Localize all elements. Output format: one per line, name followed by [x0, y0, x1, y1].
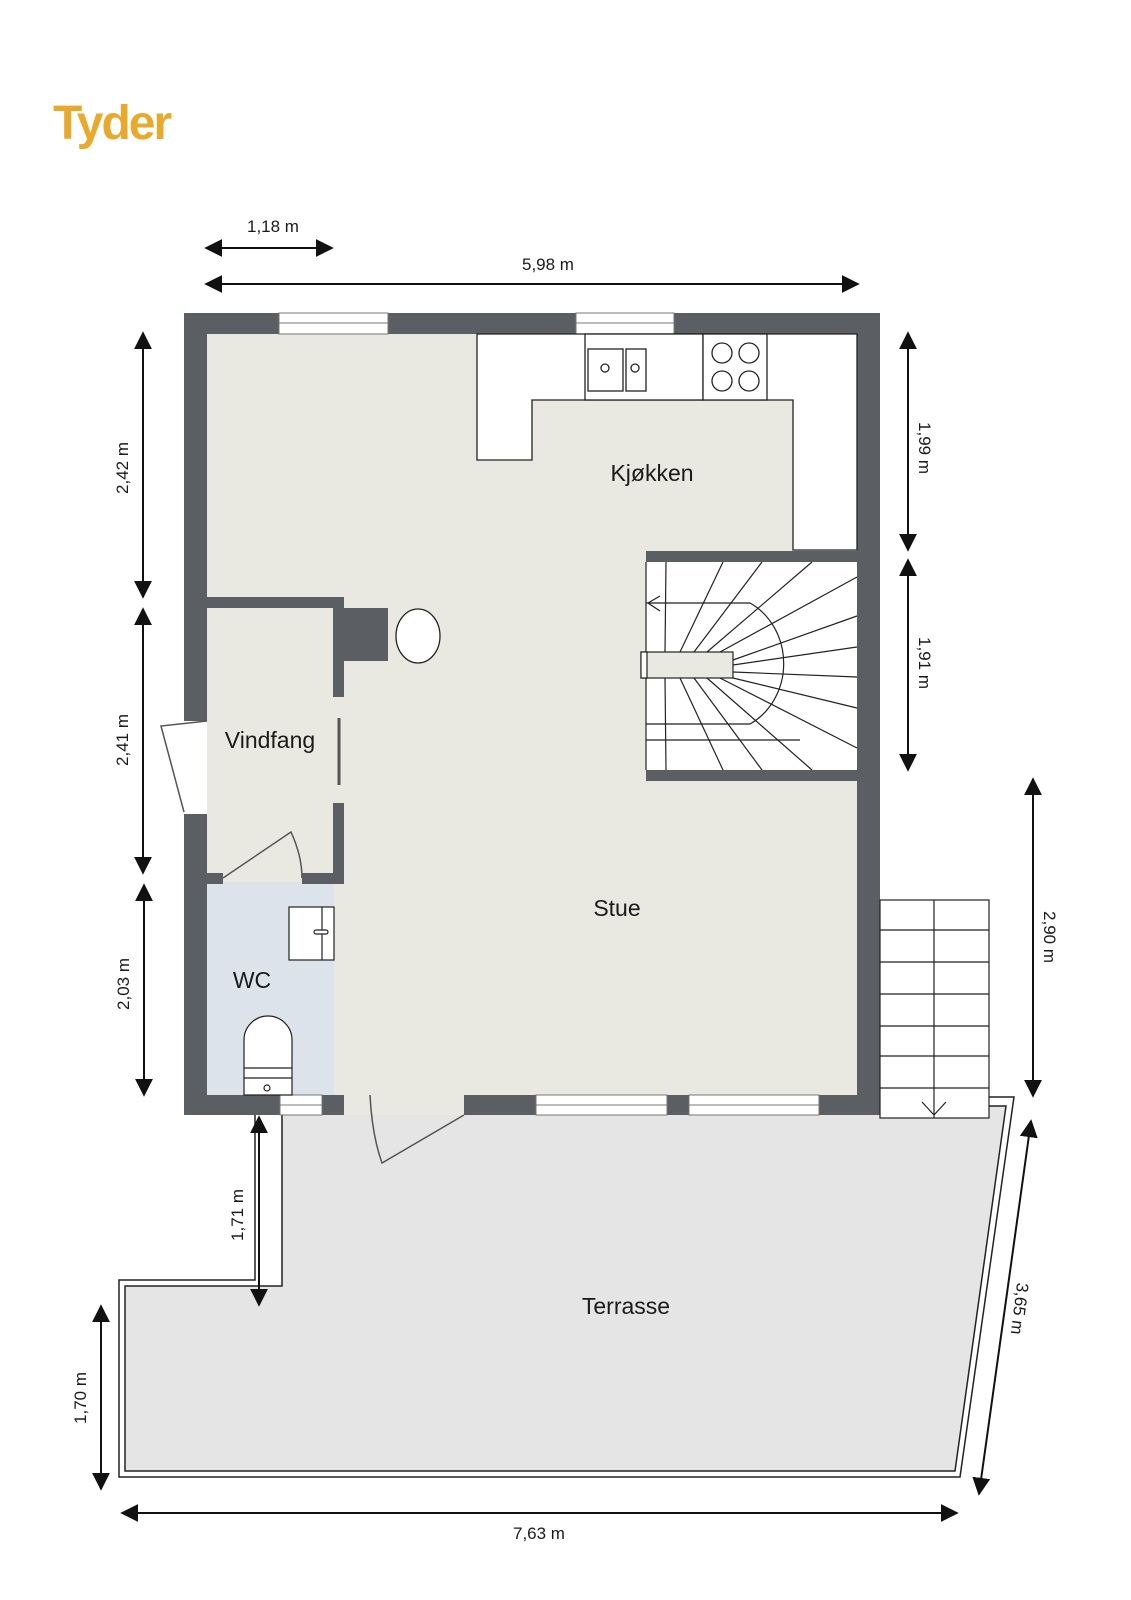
- brand-logo: Tyder: [53, 97, 172, 150]
- room-label-entry: Vindfang: [225, 727, 315, 753]
- dim-right-middle: 1,91 m: [915, 637, 934, 689]
- room-label-kitchen: Kjøkken: [610, 460, 693, 486]
- dim-left-middle: 2,41 m: [113, 714, 132, 766]
- room-label-terrace: Terrasse: [582, 1293, 670, 1319]
- dim-left-lower: 2,03 m: [114, 958, 133, 1010]
- dim-right-upper: 1,99 m: [915, 422, 934, 474]
- kitchen-counters: [476, 333, 858, 551]
- dim-right-lower: 2,90 m: [1040, 911, 1059, 963]
- dim-top-width: 5,98 m: [522, 255, 574, 274]
- exterior-steps: [879, 899, 990, 1119]
- room-label-wc: WC: [233, 967, 271, 993]
- terrace: [118, 1096, 1015, 1478]
- dining-table: [395, 608, 441, 664]
- interior-walls: [207, 551, 857, 884]
- dim-left-upper: 2,42 m: [113, 442, 132, 494]
- dim-terrace-left-lower: 1,70 m: [71, 1372, 90, 1424]
- dim-top-short: 1,18 m: [247, 217, 299, 236]
- dim-terrace-left-upper: 1,71 m: [228, 1189, 247, 1241]
- doors: [160, 718, 465, 1165]
- spiral-stair: [640, 561, 858, 771]
- wc-fixtures: [243, 906, 335, 1096]
- dim-terrace-bottom: 7,63 m: [513, 1524, 565, 1543]
- windows: [278, 312, 820, 1116]
- dim-terrace-right: 3,65 m: [1007, 1282, 1032, 1336]
- room-label-living: Stue: [593, 895, 640, 921]
- dimension-lines: [92, 239, 1042, 1522]
